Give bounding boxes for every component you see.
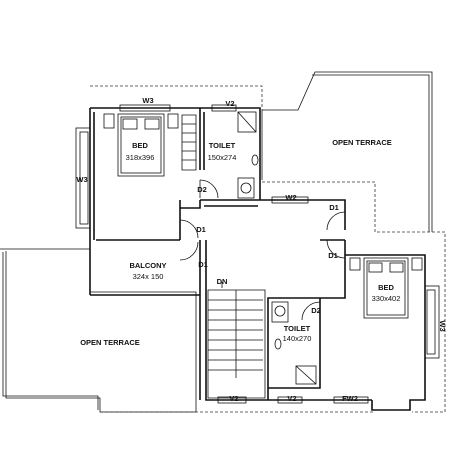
door-d1-left-top-label: D1 (196, 225, 206, 234)
stair-down-label: DN (217, 277, 228, 286)
open-terrace-top-label: OPEN TERRACE (332, 138, 392, 147)
window-v2-bottom-2-label: V2 (287, 394, 296, 403)
window-v2-top-label: V2 (225, 99, 234, 108)
door-swings (179, 179, 346, 321)
window-fw2-label: FW2 (342, 394, 358, 403)
upper-projection-outline (90, 85, 263, 110)
bed-left-furniture (103, 113, 179, 177)
exterior-walls (89, 107, 426, 411)
open-terrace-bottom-left (0, 248, 197, 413)
door-d2-top-label: D2 (197, 185, 207, 194)
window-w3-left-label: W3 (76, 175, 87, 184)
toilet-bottom-size: 140x270 (283, 334, 312, 343)
door-d1-right-bottom-label: D1 (328, 251, 338, 260)
toilet-top-size: 150x274 (208, 153, 237, 162)
bed-left-size: 318x396 (126, 153, 155, 162)
east-projection-outline (262, 181, 446, 413)
open-terrace-top-right (261, 71, 433, 232)
bed-right-size: 330x402 (372, 294, 401, 303)
door-d2-bottom-label: D2 (311, 306, 321, 315)
window-w3-right-label: W3 (438, 320, 447, 331)
toilet-bottom-fixtures (271, 301, 317, 385)
bed-right-furniture (349, 257, 423, 319)
window-w3-top-label: W3 (142, 96, 153, 105)
toilet-bottom-name: TOILET (284, 324, 311, 333)
staircase (207, 282, 266, 399)
door-d1-right-top-label: D1 (329, 203, 339, 212)
open-terrace-bottom-label: OPEN TERRACE (80, 338, 140, 347)
balcony-size: 324x 150 (133, 272, 164, 281)
window-w2-label: W2 (285, 193, 296, 202)
toilet-top-fixtures (237, 111, 259, 199)
bed-left-name: BED (132, 141, 148, 150)
balcony-name: BALCONY (129, 261, 166, 270)
toilet-top-name: TOILET (209, 141, 236, 150)
bed-right-name: BED (378, 283, 394, 292)
interior-walls (181, 108, 346, 255)
windows (75, 104, 440, 404)
window-v2-bottom-1-label: V2 (229, 394, 238, 403)
door-d1-left-bottom-label: D1 (198, 260, 208, 269)
